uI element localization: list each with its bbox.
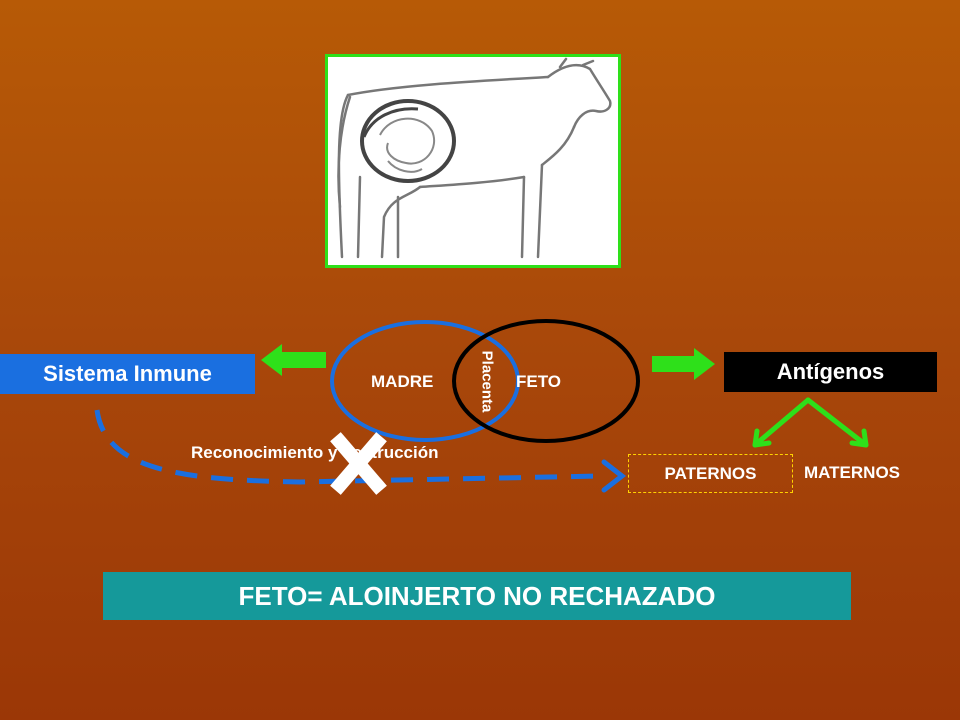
antigenos-box: Antígenos [724,352,937,392]
branch-arrows [752,397,869,448]
recognition-path [94,409,627,493]
madre-circle [330,320,520,442]
sistema-inmune-label: Sistema Inmune [43,361,212,386]
sistema-inmune-box: Sistema Inmune [0,354,255,394]
cross-icon [330,432,387,495]
placenta-label: Placenta [478,350,496,413]
feto-circle [452,319,640,443]
cow-drawing [337,57,612,259]
reconocimiento-label: Reconocimiento y destrucción [191,443,439,462]
conclusion-banner: FETO= ALOINJERTO NO RECHAZADO [103,572,851,620]
conclusion-text: FETO= ALOINJERTO NO RECHAZADO [238,580,716,611]
feto-label: FETO [516,372,562,391]
paternos-label: PATERNOS [664,463,757,483]
paternos-box: PATERNOS [628,454,793,493]
cow-illustration [325,54,621,268]
madre-label: MADRE [371,372,434,391]
right-arrow-icon [652,348,715,380]
left-arrow-icon [261,344,326,376]
antigenos-label: Antígenos [776,359,885,384]
maternos-label: MATERNOS [804,463,901,482]
